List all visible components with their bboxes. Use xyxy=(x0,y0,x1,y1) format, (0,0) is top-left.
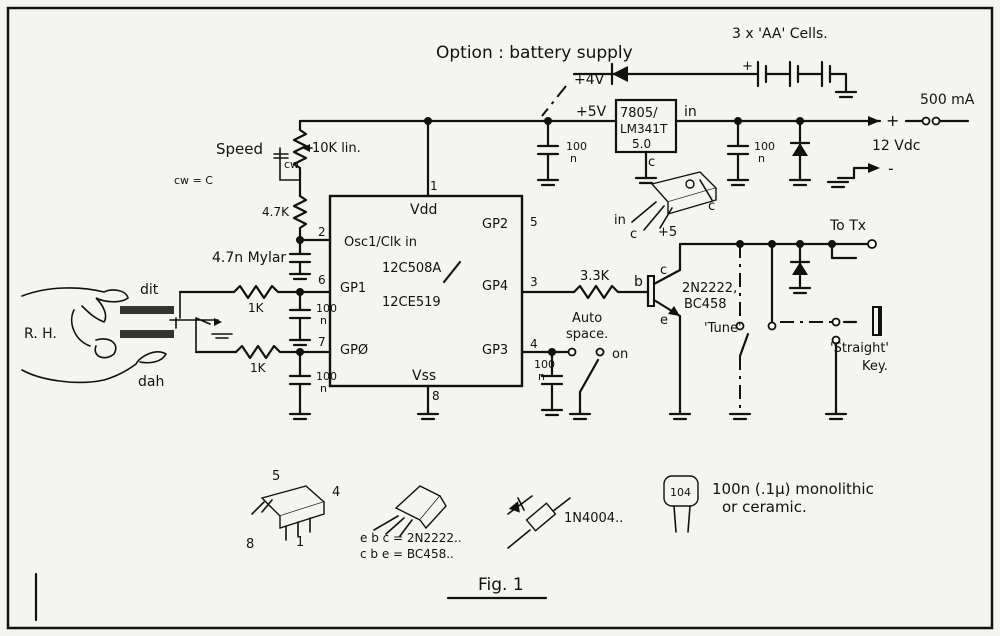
gp0-label: GPØ xyxy=(340,343,368,358)
cap-marking: 104 xyxy=(670,486,691,499)
to-tx-label: To Tx xyxy=(829,218,866,234)
osc-label: Osc1/Clk in xyxy=(344,235,417,250)
pkg-c-label: c xyxy=(630,227,637,242)
pin3-label: 3 xyxy=(530,275,538,289)
gp3-label: GP3 xyxy=(482,343,508,358)
c-in-unit: n xyxy=(758,152,765,165)
pot-label: 10K lin. xyxy=(312,141,361,156)
vdd-label: Vdd xyxy=(410,202,437,218)
r1k-dah-label: 1K xyxy=(250,361,267,375)
cap-label-1: 100n (.1μ) monolithic xyxy=(712,480,874,498)
c-dah-unit: n xyxy=(320,382,327,395)
parts-legend: 5 4 8 1 e b c = 2N2222.. c b e = BC458..… xyxy=(34,469,874,622)
cw-note: cw = C xyxy=(174,174,213,187)
c-dit-value: 100 xyxy=(316,302,337,315)
current-label: 500 mA xyxy=(920,92,975,108)
pin5-label: 5 xyxy=(530,215,538,229)
reg-label-2: LM341T xyxy=(620,122,668,136)
collector-label: c xyxy=(660,263,667,278)
output-stage: 3.3K b c e 2N2222, BC458 To Tx 'Tune' xyxy=(520,218,889,421)
power-supply: Option : battery supply 3 x 'AA' Cells. … xyxy=(298,26,975,189)
pkg-pin4: 4 xyxy=(332,485,340,500)
figure-caption: Fig. 1 xyxy=(478,575,524,595)
pkg-in-label: in xyxy=(614,213,626,228)
ic-part-1: 12C508A xyxy=(382,261,441,276)
speed-network: Speed cw cw = C 10K lin. 4.7K 4.7n Mylar xyxy=(174,119,361,281)
c-in-value: 100 xyxy=(754,140,775,153)
c47n-label: 4.7n Mylar xyxy=(212,250,286,266)
minus-sign: - xyxy=(888,159,894,178)
reg-in-label: in xyxy=(684,104,697,120)
plus5v-label: +5V xyxy=(576,104,607,120)
tr-legend-2: c b e = BC458.. xyxy=(360,547,454,561)
emitter-label: e xyxy=(660,313,668,328)
reg-label-3: 5.0 xyxy=(632,137,651,151)
dah-label: dah xyxy=(138,374,164,390)
supply-label: 12 Vdc xyxy=(872,138,920,154)
c-rail-unit: n xyxy=(570,152,577,165)
pkg-pin8: 8 xyxy=(246,537,254,552)
transistor-package-sketch: e b c = 2N2222.. c b e = BC458.. xyxy=(360,485,462,561)
capacitor-sketch: 104 100n (.1μ) monolithic or ceramic. xyxy=(663,475,874,533)
gp4-label: GP4 xyxy=(482,279,508,294)
pkg-5-label: +5 xyxy=(658,225,677,240)
hand-sketch xyxy=(21,287,168,384)
gp2-label: GP2 xyxy=(482,217,508,232)
reg-c-label: c xyxy=(648,155,655,170)
auto-label-2: space. xyxy=(566,327,608,342)
cap-label-2: or ceramic. xyxy=(722,498,807,516)
plus-sign: + xyxy=(886,111,899,130)
tune-label: 'Tune' xyxy=(704,321,742,336)
microcontroller: 1 Vdd Osc1/Clk in 2 GP1 6 GPØ 7 GP2 5 GP… xyxy=(318,119,538,421)
speed-label: Speed xyxy=(216,140,263,158)
key-label: Key. xyxy=(862,359,888,374)
on-label: on xyxy=(612,347,628,362)
r47k-label: 4.7K xyxy=(262,205,290,219)
ic-package-sketch: 5 4 8 1 xyxy=(246,469,340,552)
reg-label-1: 7805/ xyxy=(620,106,658,121)
transistor-label-2: BC458 xyxy=(684,297,727,312)
diode-label: 1N4004.. xyxy=(564,511,623,526)
plus4v-label: +4V xyxy=(574,72,605,88)
pin6-label: 6 xyxy=(318,273,326,287)
diode-sketch: 1N4004.. xyxy=(507,495,623,549)
batt-plus: + xyxy=(742,59,753,74)
c-dah-value: 100 xyxy=(316,370,337,383)
pin2-label: 2 xyxy=(318,225,326,239)
pin4-label: 4 xyxy=(530,337,538,351)
base-label: b xyxy=(634,274,643,290)
paddle-inputs: 1K 100 n 1K 100 n dit dah R. H. xyxy=(21,282,337,421)
dit-label: dit xyxy=(140,282,159,298)
r33k-label: 3.3K xyxy=(580,269,610,284)
c-auto-unit: n xyxy=(538,370,545,383)
option-label: Option : battery supply xyxy=(436,43,633,63)
transistor-label-1: 2N2222, xyxy=(682,281,737,296)
r1k-dit-label: 1K xyxy=(248,301,265,315)
regulator-package: in c +5 c xyxy=(614,171,718,242)
pin1-label: 1 xyxy=(430,179,438,193)
pin7-label: 7 xyxy=(318,335,326,349)
vss-label: Vss xyxy=(412,368,436,384)
c-rail-value: 100 xyxy=(566,140,587,153)
auto-space: 100 n Auto space. on xyxy=(520,311,628,421)
c-dit-unit: n xyxy=(320,314,327,327)
auto-label-1: Auto xyxy=(572,311,602,326)
pkg-c2-label: c xyxy=(708,199,715,214)
pkg-pin5: 5 xyxy=(272,469,280,484)
page-border xyxy=(6,6,994,630)
c-auto-value: 100 xyxy=(534,358,555,371)
gp1-label: GP1 xyxy=(340,281,366,296)
ic-part-2: 12CE519 xyxy=(382,295,441,310)
pkg-pin1: 1 xyxy=(296,535,304,550)
straight-label: 'Straight' xyxy=(830,341,889,356)
cells-label: 3 x 'AA' Cells. xyxy=(732,26,828,42)
hand-label: R. H. xyxy=(24,326,57,342)
ccw-label: cw xyxy=(284,158,299,171)
pin8-label: 8 xyxy=(432,389,440,403)
tr-legend-1: e b c = 2N2222.. xyxy=(360,531,462,545)
